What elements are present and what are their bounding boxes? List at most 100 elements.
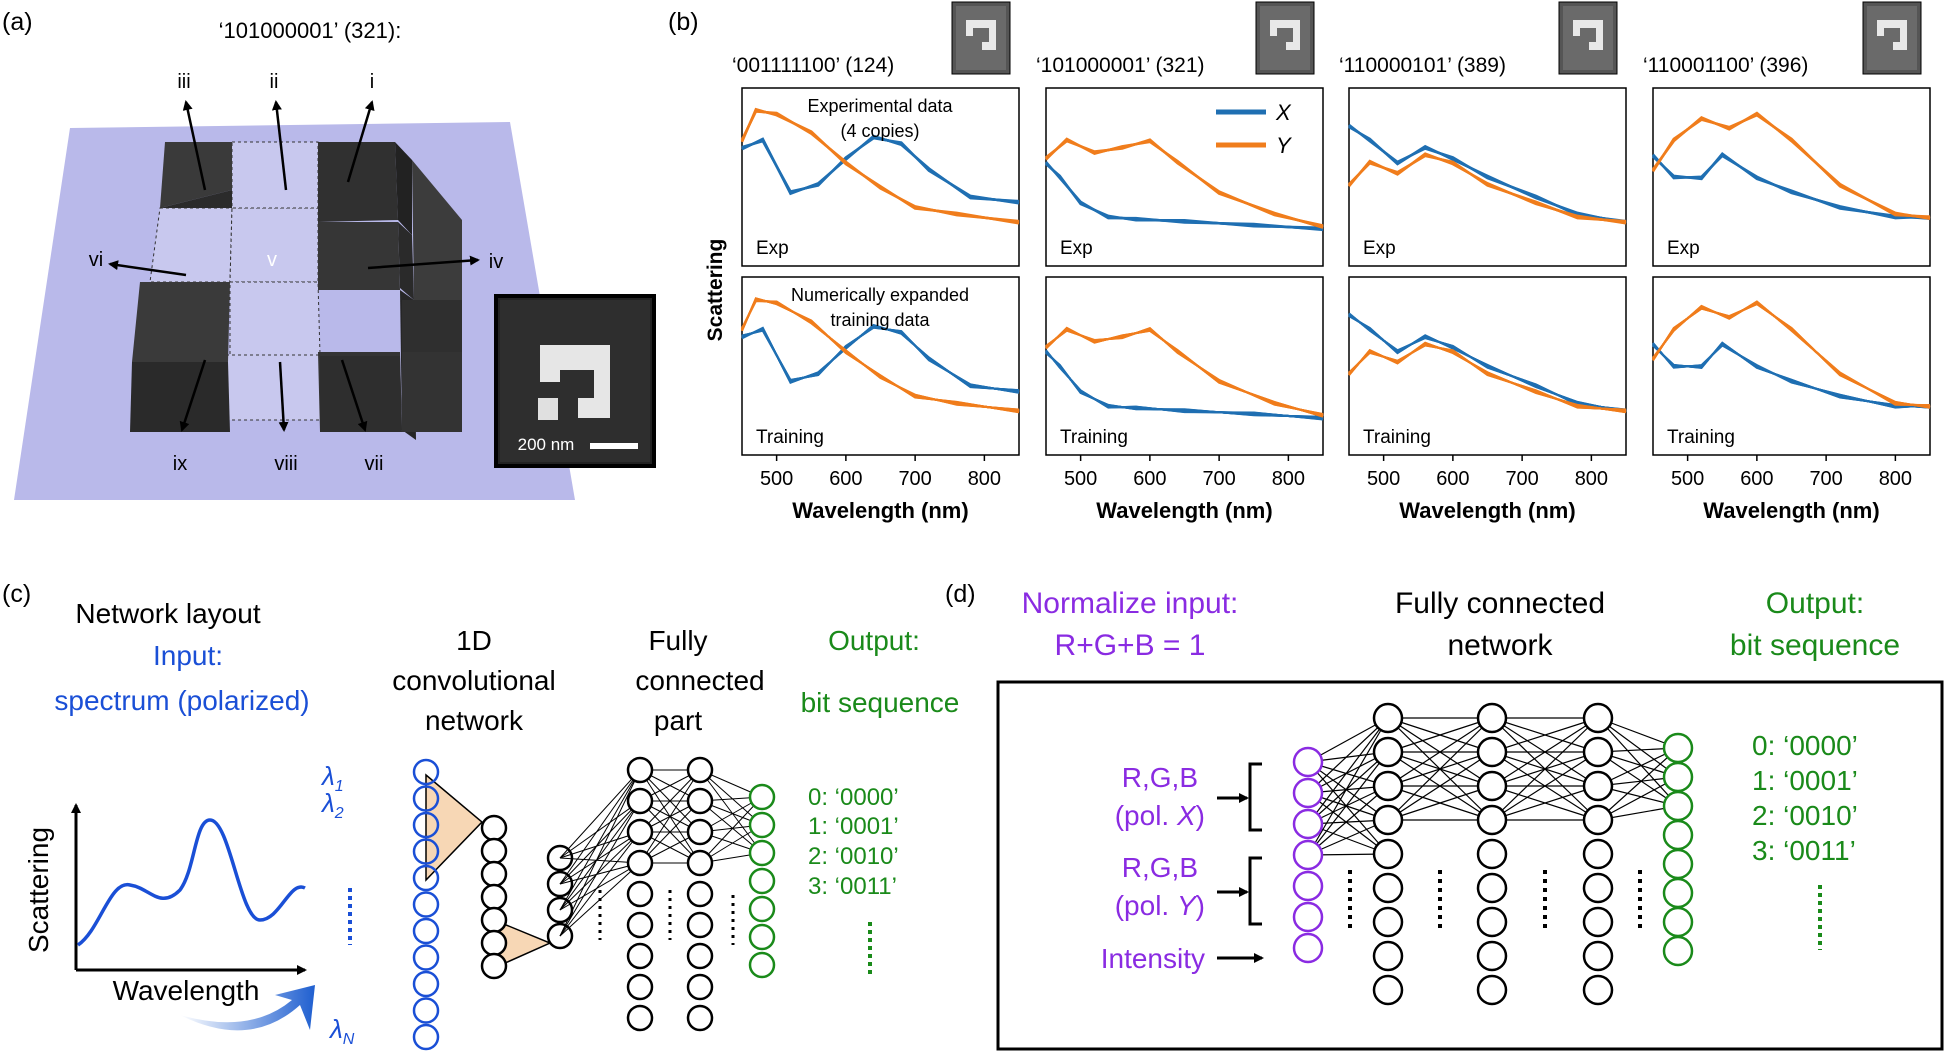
b-plot-exp-2: Exp xyxy=(1045,87,1324,267)
c-output-1: 1: ‘0001’ xyxy=(808,813,899,840)
lambda-1: λ xyxy=(320,761,335,791)
b-row-tag: Training xyxy=(756,427,824,448)
c-output-line1: Output: xyxy=(828,625,920,656)
b-x-axis-label: Wavelength (nm) xyxy=(1703,498,1879,523)
d-input-labels: R,G,B (pol. X) R,G,B (pol. Y) Intensity xyxy=(1101,762,1205,974)
d-in1-pol: X xyxy=(1176,800,1197,831)
c-conv-node xyxy=(480,860,508,888)
c-fc-node xyxy=(626,818,654,846)
d-in2-close: ) xyxy=(1196,890,1205,921)
arrow-label-iii: iii xyxy=(177,71,190,93)
lambda-1-sub: 1 xyxy=(335,778,344,795)
b-plot-exp-1: Exp xyxy=(740,87,1020,267)
d-output-0: 0: ‘0000’ xyxy=(1752,730,1858,761)
c-output-node xyxy=(748,839,776,867)
d-hidden-node xyxy=(1372,872,1404,904)
d-hidden-node xyxy=(1582,974,1614,1006)
c-fc-node xyxy=(686,942,714,970)
b-curve-x xyxy=(741,136,1020,205)
c-fc-line3: part xyxy=(654,705,702,736)
b-x-axis-label: Wavelength (nm) xyxy=(1399,498,1575,523)
c-conv-node xyxy=(480,906,508,934)
d-in1-line1: R,G,B xyxy=(1122,762,1198,793)
b-curve-x xyxy=(1652,153,1931,220)
d-output-node xyxy=(1662,761,1694,793)
b-x-tick: 800 xyxy=(1879,468,1912,490)
arrow-labels: iii ii i iv v vi vii viii ix xyxy=(89,71,503,475)
b-curve-x xyxy=(1045,349,1324,421)
svg-text:(pol. Y): (pol. Y) xyxy=(1115,890,1205,921)
lambda-n: λ xyxy=(328,1014,343,1044)
arrow-label-vii: vii xyxy=(365,453,384,475)
c-fc-node xyxy=(626,880,654,908)
b-x-tick: 700 xyxy=(898,468,931,490)
c-fc-node xyxy=(626,849,654,877)
b-curve-y xyxy=(1652,300,1931,407)
sweep-arrow xyxy=(180,985,315,1031)
d-network xyxy=(1292,702,1694,1006)
b-note-exp-1: Experimental data xyxy=(807,96,953,116)
d-output-2: 2: ‘0010’ xyxy=(1752,800,1858,831)
c-output-0: 0: ‘0000’ xyxy=(808,784,899,811)
c-spectrum-curve xyxy=(76,818,306,947)
c-title: Network layout xyxy=(75,598,260,629)
d-output-node xyxy=(1662,819,1694,851)
d-output-node xyxy=(1662,906,1694,938)
d-output-node xyxy=(1662,732,1694,764)
b-x-axis-label: Wavelength (nm) xyxy=(792,498,968,523)
c-output-node xyxy=(748,951,776,979)
panel-label-c: (c) xyxy=(2,580,31,608)
c-fc-line1: Fully xyxy=(648,625,707,656)
d-input-node xyxy=(1292,746,1324,778)
svg-text:λ2: λ2 xyxy=(320,788,344,822)
c-output-node xyxy=(748,811,776,839)
b-curve-y xyxy=(740,110,1020,223)
d-in1-close: ) xyxy=(1196,800,1205,831)
c-conv-node xyxy=(480,814,508,842)
c-fc-node xyxy=(626,756,654,784)
panel-d: Normalize input: R+G+B = 1 Fully connect… xyxy=(996,587,1944,1051)
svg-text:λN: λN xyxy=(328,1014,355,1048)
c-network xyxy=(412,756,776,1051)
panel-b: Scattering ‘001111100’ (124)ExpTraining5… xyxy=(704,1,1931,523)
arrow-label-viii: viii xyxy=(274,453,297,475)
panel-a-title: ‘101000001’ (321): xyxy=(219,18,402,43)
b-curve-x xyxy=(1348,312,1627,411)
b-curve-x xyxy=(1348,123,1627,223)
b-x-tick: 700 xyxy=(1202,468,1235,490)
d-input-node xyxy=(1292,932,1324,964)
lambda-n-sub: N xyxy=(343,1031,355,1048)
panel-label-b: (b) xyxy=(668,8,699,36)
b-note-train-1: Numerically expanded xyxy=(791,285,969,305)
d-output-node xyxy=(1662,877,1694,909)
d-hidden-node xyxy=(1476,974,1508,1006)
d-output-list: 0: ‘0000’ 1: ‘0001’ 2: ‘0010’ 3: ‘0011’ xyxy=(1752,730,1858,950)
d-output-node xyxy=(1662,790,1694,822)
b-x-tick: 800 xyxy=(1575,468,1608,490)
d-hidden-node xyxy=(1582,838,1614,870)
d-hidden-node xyxy=(1582,804,1614,836)
b-x-tick: 600 xyxy=(1133,468,1166,490)
arrow-label-vi: vi xyxy=(89,249,103,271)
c-conv-line3: network xyxy=(425,705,524,736)
b-row-tag: Exp xyxy=(1363,238,1396,259)
d-brackets xyxy=(1217,762,1264,963)
direction-arrows xyxy=(108,100,480,432)
c-output-node xyxy=(748,783,776,811)
c-output-node xyxy=(748,923,776,951)
d-hidden-node xyxy=(1582,736,1614,768)
b-thumbnail-4 xyxy=(1862,1,1922,75)
b-curve-y xyxy=(741,300,1020,411)
b-curve-x xyxy=(741,326,1020,394)
c-x-axis-label: Wavelength xyxy=(113,975,260,1006)
d-hidden-node xyxy=(1372,736,1404,768)
d-normalize-line2: R+G+B = 1 xyxy=(1055,629,1206,662)
d-output-node xyxy=(1662,848,1694,880)
c-fc-node xyxy=(686,1004,714,1032)
d-output-1: 1: ‘0001’ xyxy=(1752,765,1858,796)
b-thumbnail-2 xyxy=(1255,1,1315,75)
arrow-label-v: v xyxy=(267,249,277,271)
d-fc-line1: Fully connected xyxy=(1395,587,1605,620)
